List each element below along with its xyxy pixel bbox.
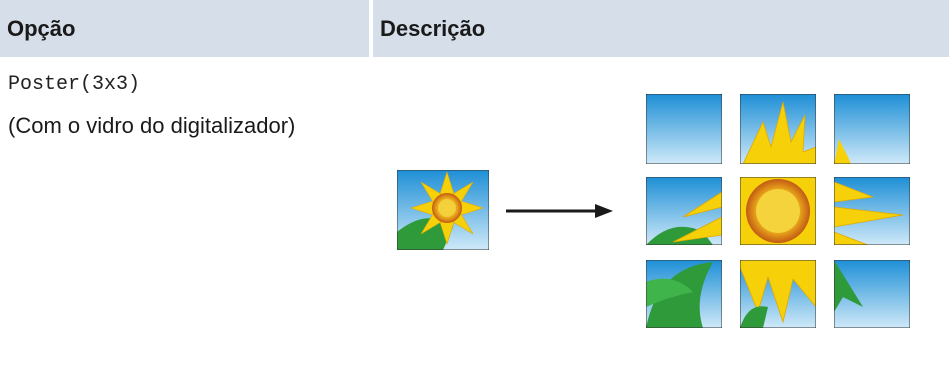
option-note: (Com o vidro do digitalizador)	[8, 113, 296, 138]
table-header: Opção Descrição	[0, 0, 949, 57]
sunflower-center-tile-icon	[740, 177, 816, 245]
poster-illustration	[397, 94, 910, 328]
column-header-description: Descrição	[373, 0, 949, 57]
petals-left-tile-icon	[646, 177, 722, 245]
leaves-tile-icon	[646, 260, 722, 328]
leaf-tip-tile-icon	[834, 260, 910, 328]
petals-tile-icon	[740, 94, 816, 164]
column-header-option: Opção	[0, 0, 369, 57]
petals-right-tile-icon	[834, 177, 910, 245]
sunflower-photo-icon	[397, 170, 489, 250]
arrow-right-icon	[506, 204, 613, 218]
sky-tile-icon	[646, 94, 722, 164]
option-code: Poster(3x3)	[8, 73, 141, 96]
petal-tip-tile-icon	[834, 94, 910, 164]
petals-bottom-tile-icon	[740, 260, 816, 328]
